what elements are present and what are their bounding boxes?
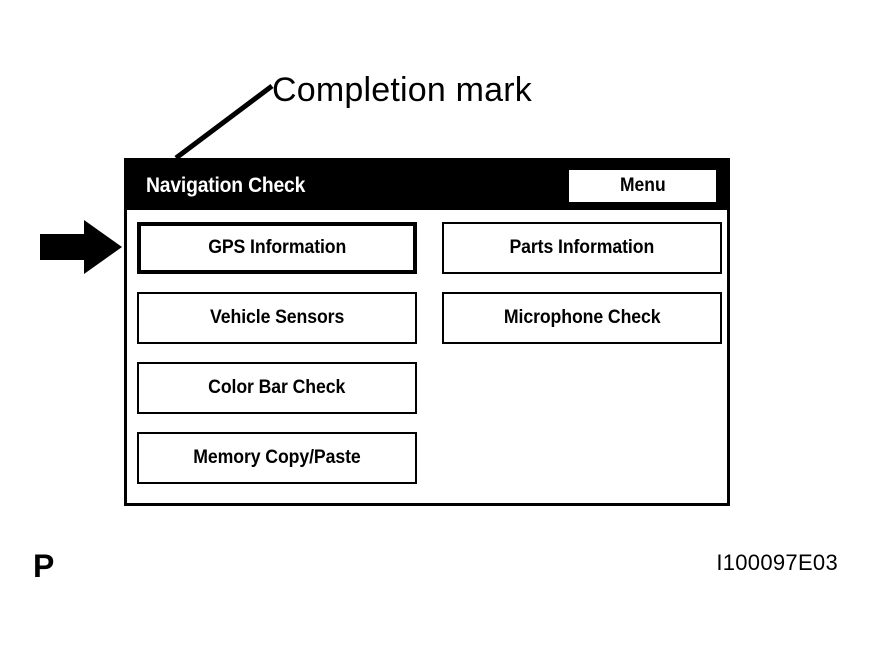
menu-item-label: Color Bar Check (208, 377, 346, 398)
menu-item-color-bar-check[interactable]: Color Bar Check (137, 362, 417, 414)
leader-line (174, 84, 274, 160)
menu-item-label: GPS Information (207, 237, 347, 258)
navigation-check-screen: Navigation Check Menu GPS Information Ve… (124, 158, 730, 506)
menu-item-label: Memory Copy/Paste (193, 447, 361, 468)
figure-code: I100097E03 (716, 550, 838, 575)
menu-item-label: Vehicle Sensors (209, 307, 345, 328)
menu-item-memory-copy-paste[interactable]: Memory Copy/Paste (137, 432, 417, 484)
menu-item-gps-information[interactable]: GPS Information (137, 222, 417, 274)
menu-button[interactable]: Menu (569, 169, 716, 202)
completion-mark-label: Completion mark (272, 71, 532, 109)
menu-item-label: Microphone Check (503, 307, 661, 328)
screen-header-bar: Navigation Check Menu (127, 161, 727, 210)
right-arrow-icon (40, 220, 122, 274)
menu-item-vehicle-sensors[interactable]: Vehicle Sensors (137, 292, 417, 344)
menu-item-microphone-check[interactable]: Microphone Check (442, 292, 722, 344)
screen-content-area: GPS Information Vehicle Sensors Color Ba… (127, 210, 727, 503)
screen-title: Navigation Check (146, 173, 306, 197)
menu-item-label: Parts Information (509, 237, 655, 258)
right-button-column: Parts Information Microphone Check (442, 222, 722, 493)
menu-item-parts-information[interactable]: Parts Information (442, 222, 722, 274)
page-mark: P (33, 548, 55, 584)
menu-button-label: Menu (619, 174, 666, 196)
left-button-column: GPS Information Vehicle Sensors Color Ba… (137, 222, 417, 493)
